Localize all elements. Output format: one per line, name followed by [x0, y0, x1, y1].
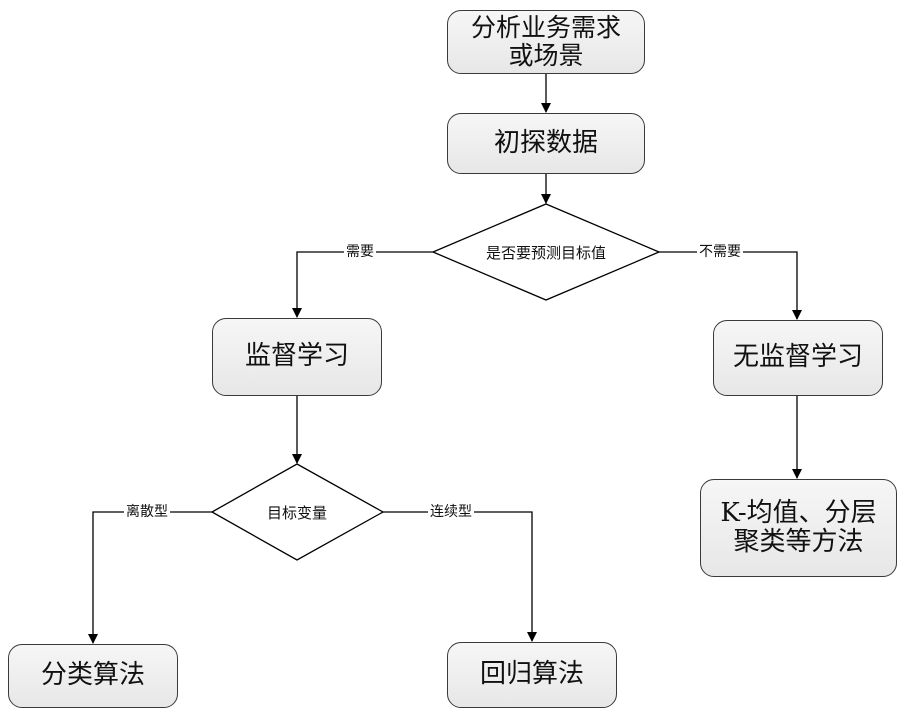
edge-label-continuous: 连续型 [428, 503, 474, 521]
connector-continuous [383, 511, 537, 642]
decision-label-target: 是否要预测目标值 [485, 243, 606, 262]
node-analyze-requirements: 分析业务需求 或场景 [447, 10, 645, 74]
node-classification: 分类算法 [8, 644, 178, 708]
connector-no-need [659, 251, 802, 320]
edge-label-no-need: 不需要 [697, 243, 743, 261]
node-supervised-learning: 监督学习 [212, 318, 382, 396]
node-explore-data: 初探数据 [447, 113, 645, 174]
decision-diamond-target [431, 203, 661, 301]
node-clustering-methods: K-均值、分层 聚类等方法 [700, 479, 897, 577]
node-regression: 回归算法 [447, 642, 617, 708]
decision-label-target-var: 目标变量 [266, 503, 327, 522]
connector-discrete [88, 511, 212, 644]
connector-need [292, 251, 433, 318]
decision-diamond-target-var [210, 463, 385, 561]
edge-label-discrete: 离散型 [124, 503, 170, 521]
edge-label-need: 需要 [344, 243, 376, 261]
node-unsupervised-learning: 无监督学习 [713, 320, 883, 396]
